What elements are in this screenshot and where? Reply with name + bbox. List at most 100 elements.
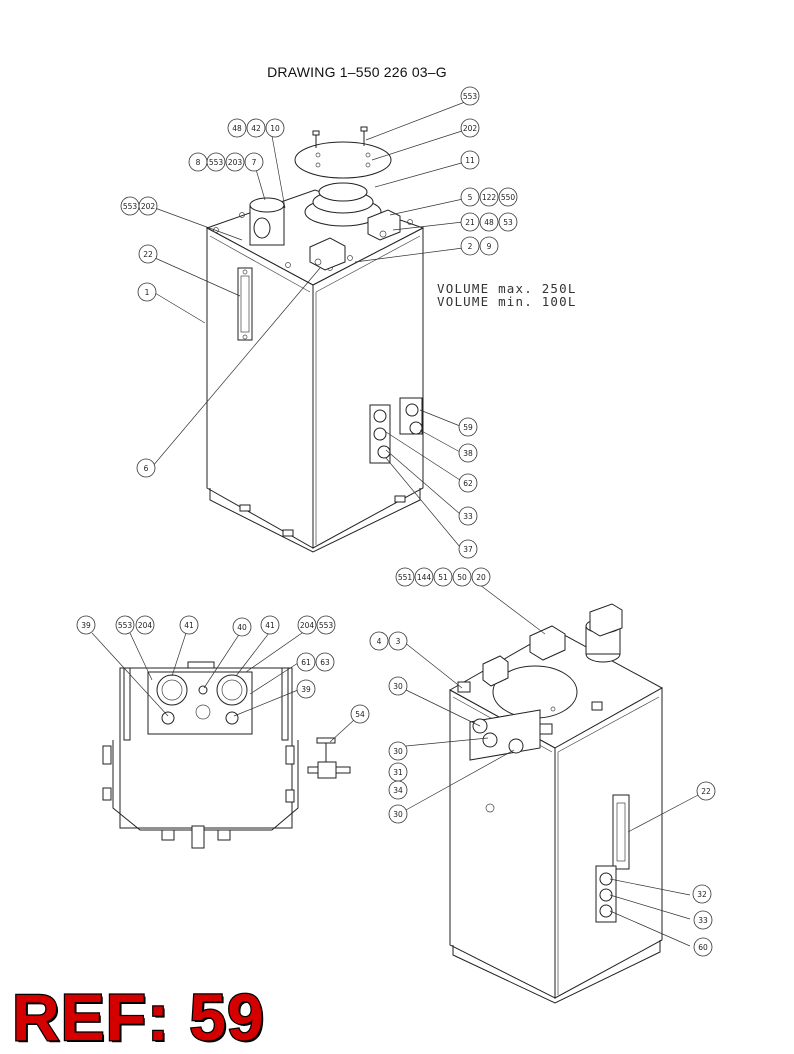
callout-number: 553 <box>209 158 224 167</box>
callout-top-view-62: 62 <box>458 473 478 493</box>
callout-circle <box>246 118 266 138</box>
callout-top-view-11: 11 <box>460 150 480 170</box>
callout-circle <box>135 615 155 635</box>
callout-circle <box>460 118 480 138</box>
callout-top-view-22: 22 <box>138 244 158 264</box>
rear-tank-right-face <box>554 687 663 999</box>
tank-left-face <box>206 227 314 549</box>
callout-number: 9 <box>487 242 492 251</box>
callout-circle <box>388 676 408 696</box>
callout-circle <box>460 212 480 232</box>
callout-circle <box>388 631 408 651</box>
callout-rear-view-30: 30 <box>388 804 408 824</box>
callout-number: 53 <box>503 218 513 227</box>
callout-circle <box>458 506 478 526</box>
callout-circle <box>460 86 480 106</box>
callout-circle <box>414 567 434 587</box>
callout-circle <box>115 615 135 635</box>
callout-rear-view-33: 33 <box>693 910 713 930</box>
callout-circle <box>460 187 480 207</box>
callout-number: 22 <box>701 787 711 796</box>
callout-top-view-33: 33 <box>458 506 478 526</box>
callout-circle <box>138 244 158 264</box>
volume-min-label: VOLUME min. 100L <box>437 294 577 309</box>
tank-rear-view <box>448 603 664 1004</box>
callout-circle <box>315 652 335 672</box>
callout-number: 59 <box>463 423 473 432</box>
callout-number: 41 <box>265 621 275 630</box>
callout-top-view-53: 53 <box>498 212 518 232</box>
callout-number: 4 <box>377 637 382 646</box>
leader-lines <box>91 101 701 947</box>
callout-front-view-63: 63 <box>315 652 335 672</box>
callout-number: 2 <box>468 242 473 251</box>
callout-number: 8 <box>196 158 201 167</box>
callout-top-view-553: 553 <box>120 196 140 216</box>
callout-number: 62 <box>463 479 473 488</box>
callout-number: 204 <box>300 621 315 630</box>
callout-number: 37 <box>463 545 473 554</box>
callout-front-view-54: 54 <box>350 704 370 724</box>
callout-number: 202 <box>463 124 478 133</box>
callout-number: 51 <box>438 573 448 582</box>
callout-number: 553 <box>319 621 334 630</box>
tank-right-face <box>312 227 424 549</box>
callout-number: 144 <box>417 573 432 582</box>
callout-rear-view-4: 4 <box>369 631 389 651</box>
callout-top-view-553: 553 <box>206 152 226 172</box>
callout-circle <box>452 567 472 587</box>
callout-circle <box>433 567 453 587</box>
callout-number: 1 <box>145 288 150 297</box>
callout-number: 31 <box>393 768 403 777</box>
callout-number: 22 <box>143 250 153 259</box>
callout-circle <box>244 152 264 172</box>
callout-circle <box>136 458 156 478</box>
callout-top-view-203: 203 <box>225 152 245 172</box>
callout-front-view-39: 39 <box>76 615 96 635</box>
tank-front-view <box>102 661 351 849</box>
callout-front-view-40: 40 <box>232 617 252 637</box>
callout-number: 3 <box>396 637 401 646</box>
callout-number: 30 <box>393 747 403 756</box>
callout-top-view-2: 2 <box>460 236 480 256</box>
callout-rear-view-3: 3 <box>388 631 408 651</box>
callout-circle <box>395 567 415 587</box>
callout-number: 63 <box>320 658 330 667</box>
callout-circle <box>137 282 157 302</box>
callout-top-view-59: 59 <box>458 417 478 437</box>
callout-circle <box>460 150 480 170</box>
callout-top-view-122: 122 <box>479 187 499 207</box>
callout-circle <box>692 884 712 904</box>
callout-number: 204 <box>138 621 153 630</box>
callout-front-view-553: 553 <box>316 615 336 635</box>
callout-circle <box>296 652 316 672</box>
callout-number: 122 <box>482 193 497 202</box>
callout-number: 553 <box>118 621 133 630</box>
callout-rear-view-50: 50 <box>452 567 472 587</box>
callout-top-view-202: 202 <box>460 118 480 138</box>
callout-circle <box>498 212 518 232</box>
callout-rear-view-31: 31 <box>388 762 408 782</box>
callout-top-view-42: 42 <box>246 118 266 138</box>
callout-top-view-21: 21 <box>460 212 480 232</box>
callout-number: 203 <box>228 158 243 167</box>
callout-number: 39 <box>301 685 311 694</box>
callout-front-view-553: 553 <box>115 615 135 635</box>
callout-number: 6 <box>144 464 149 473</box>
callout-number: 54 <box>355 710 365 719</box>
callout-top-view-8: 8 <box>188 152 208 172</box>
callout-number: 60 <box>698 943 708 952</box>
callout-number: 38 <box>463 449 473 458</box>
callout-top-view-6: 6 <box>136 458 156 478</box>
callout-number: 7 <box>252 158 257 167</box>
callout-front-view-41: 41 <box>260 615 280 635</box>
callout-circle <box>693 910 713 930</box>
callout-circle <box>227 118 247 138</box>
callout-number: 30 <box>393 810 403 819</box>
callout-circle <box>458 539 478 559</box>
callout-number: 202 <box>141 202 156 211</box>
callout-circle <box>479 212 499 232</box>
callout-circle <box>225 152 245 172</box>
